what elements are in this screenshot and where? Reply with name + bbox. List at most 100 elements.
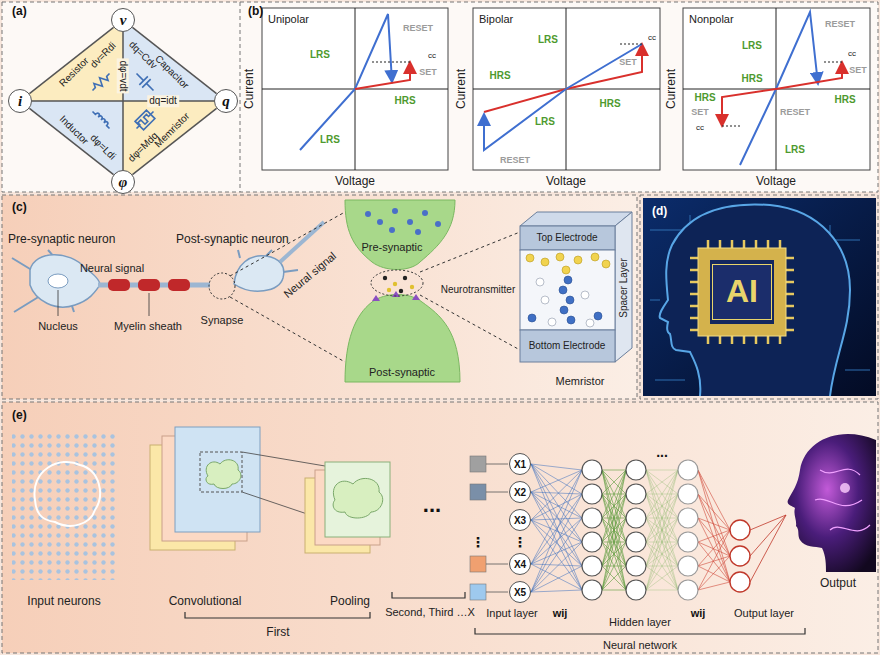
axis-title: Current [243, 69, 257, 109]
variable-circle: i [8, 89, 32, 113]
panel-frame [2, 2, 878, 192]
quadrant-fill [20, 20, 123, 101]
state-label: LRS [535, 116, 555, 128]
memristor-illustration [536, 278, 594, 327]
plot-title: Unipolar [268, 13, 309, 26]
input-neuron: X4 [509, 553, 531, 575]
synapse-illustration [392, 208, 398, 214]
switch-label: SET [849, 65, 867, 75]
layer-label: Input layer [486, 607, 537, 620]
synapse-illustration [365, 208, 441, 235]
neuron-illustration [108, 279, 130, 291]
network-wire [646, 470, 678, 566]
ellipsis-mark: ⋮ [513, 534, 527, 550]
ellipsis-mark: ... [423, 492, 441, 517]
network-wire [646, 494, 678, 590]
network-wire [678, 580, 698, 600]
quadrant-fill [123, 20, 226, 101]
compliance-label: cc [428, 51, 436, 60]
network-wire [531, 518, 582, 520]
layer-label: Neural network [603, 639, 677, 652]
capacitor-symbol [132, 69, 157, 94]
network-wire [698, 582, 730, 590]
network-wire [602, 542, 626, 590]
network-wire [602, 590, 626, 591]
network-wire [531, 464, 582, 470]
network-wire [486, 492, 508, 493]
switch-label: SET [619, 57, 637, 67]
layer-label: Output layer [734, 607, 794, 620]
weight-label: wij [691, 607, 706, 620]
panel-letter: (b) [248, 5, 263, 19]
bracket [475, 628, 805, 634]
network-wire [646, 542, 678, 590]
synapse-illustration [415, 229, 421, 235]
ellipsis-mark: ⋮ [471, 534, 485, 550]
state-label: HRS [834, 94, 855, 106]
stage-label: Input neurons [27, 595, 100, 609]
network-wire [698, 470, 730, 582]
network-wire [678, 532, 698, 552]
network-wire [582, 580, 602, 600]
bracket [185, 612, 370, 618]
part-label: Bottom Electrode [529, 340, 606, 352]
ai-head-illustration [643, 198, 876, 396]
memristor-illustration [528, 314, 536, 322]
output-head [788, 434, 876, 572]
compliance-line [722, 125, 742, 126]
network-wire [698, 470, 730, 556]
part-label: Synapse [201, 314, 244, 327]
stage-label: Pooling [330, 595, 370, 609]
edge-label: dφ=vdt [117, 59, 129, 94]
state-label: HRS [489, 70, 510, 82]
network-wire [698, 556, 730, 590]
synapse-illustration [389, 227, 395, 233]
network-wire [486, 592, 508, 593]
network-wire [531, 564, 582, 566]
network-wire [646, 470, 678, 590]
neuron-illustration [209, 273, 235, 299]
network-wire [646, 470, 678, 566]
synapse-illustration [372, 295, 380, 301]
input-neuron: X5 [509, 581, 531, 603]
input-neuron: X1 [509, 453, 531, 475]
network-wire [602, 470, 626, 566]
edge-label: dq=idt [147, 95, 179, 107]
iv-plot-frame [473, 8, 660, 170]
network-wire [698, 494, 730, 582]
ellipsis-mark: ... [656, 444, 668, 460]
network-wire [646, 470, 678, 471]
network-wire [698, 530, 730, 542]
switch-label: RESET [403, 23, 433, 33]
memristor-illustration [520, 330, 615, 362]
synapse-illustration [422, 210, 428, 216]
network-wire [730, 572, 750, 592]
plot-axis [262, 8, 870, 170]
ai-head-illustration [690, 240, 794, 344]
memristor-illustration [562, 266, 570, 274]
network-wire [646, 542, 678, 590]
synapse-illustration [403, 276, 407, 280]
ai-head-illustration [643, 198, 876, 396]
network-wire [698, 530, 730, 590]
network-wire [646, 470, 678, 494]
iv-curve [300, 14, 392, 150]
network-wire [646, 566, 678, 590]
part-label: Pre-synaptic neuron [8, 233, 115, 247]
variable-circle: φ [111, 170, 135, 194]
network-wire [602, 494, 626, 590]
neuron-illustration [12, 250, 298, 312]
quadrant-fill [123, 101, 226, 182]
network-wire [531, 542, 582, 564]
network-wire [602, 470, 626, 590]
compliance-line [822, 61, 842, 62]
neuron-illustration [168, 279, 190, 291]
network-wire [626, 556, 646, 576]
node-text: X4 [514, 559, 526, 570]
network-wire [486, 464, 508, 465]
network-wire [531, 518, 582, 592]
part-label: Nucleus [38, 320, 78, 333]
state-label: HRS [394, 95, 415, 107]
axis-title: Current [665, 69, 679, 109]
